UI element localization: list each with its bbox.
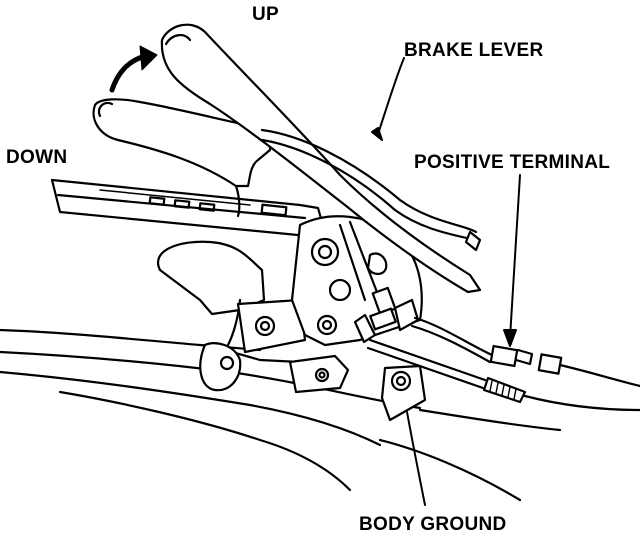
body-ground-label: BODY GROUND bbox=[359, 514, 507, 535]
brake-cable bbox=[368, 340, 640, 410]
lever-bracket-rail bbox=[52, 180, 322, 236]
brake-lever-label: BRAKE LEVER bbox=[404, 40, 544, 61]
floor-panel bbox=[0, 330, 560, 500]
lever-base-casting bbox=[158, 242, 348, 392]
switch-wire bbox=[412, 318, 640, 386]
body-ground-bolt bbox=[382, 366, 425, 420]
positive-terminal-label: POSITIVE TERMINAL bbox=[414, 152, 611, 173]
down-label: DOWN bbox=[6, 147, 68, 168]
brake-lever-down-position bbox=[94, 99, 270, 216]
brake-switch bbox=[355, 288, 418, 342]
up-label: UP bbox=[252, 4, 279, 25]
brake-lever-up-position bbox=[162, 25, 480, 292]
up-direction-arrow-icon bbox=[112, 46, 157, 90]
